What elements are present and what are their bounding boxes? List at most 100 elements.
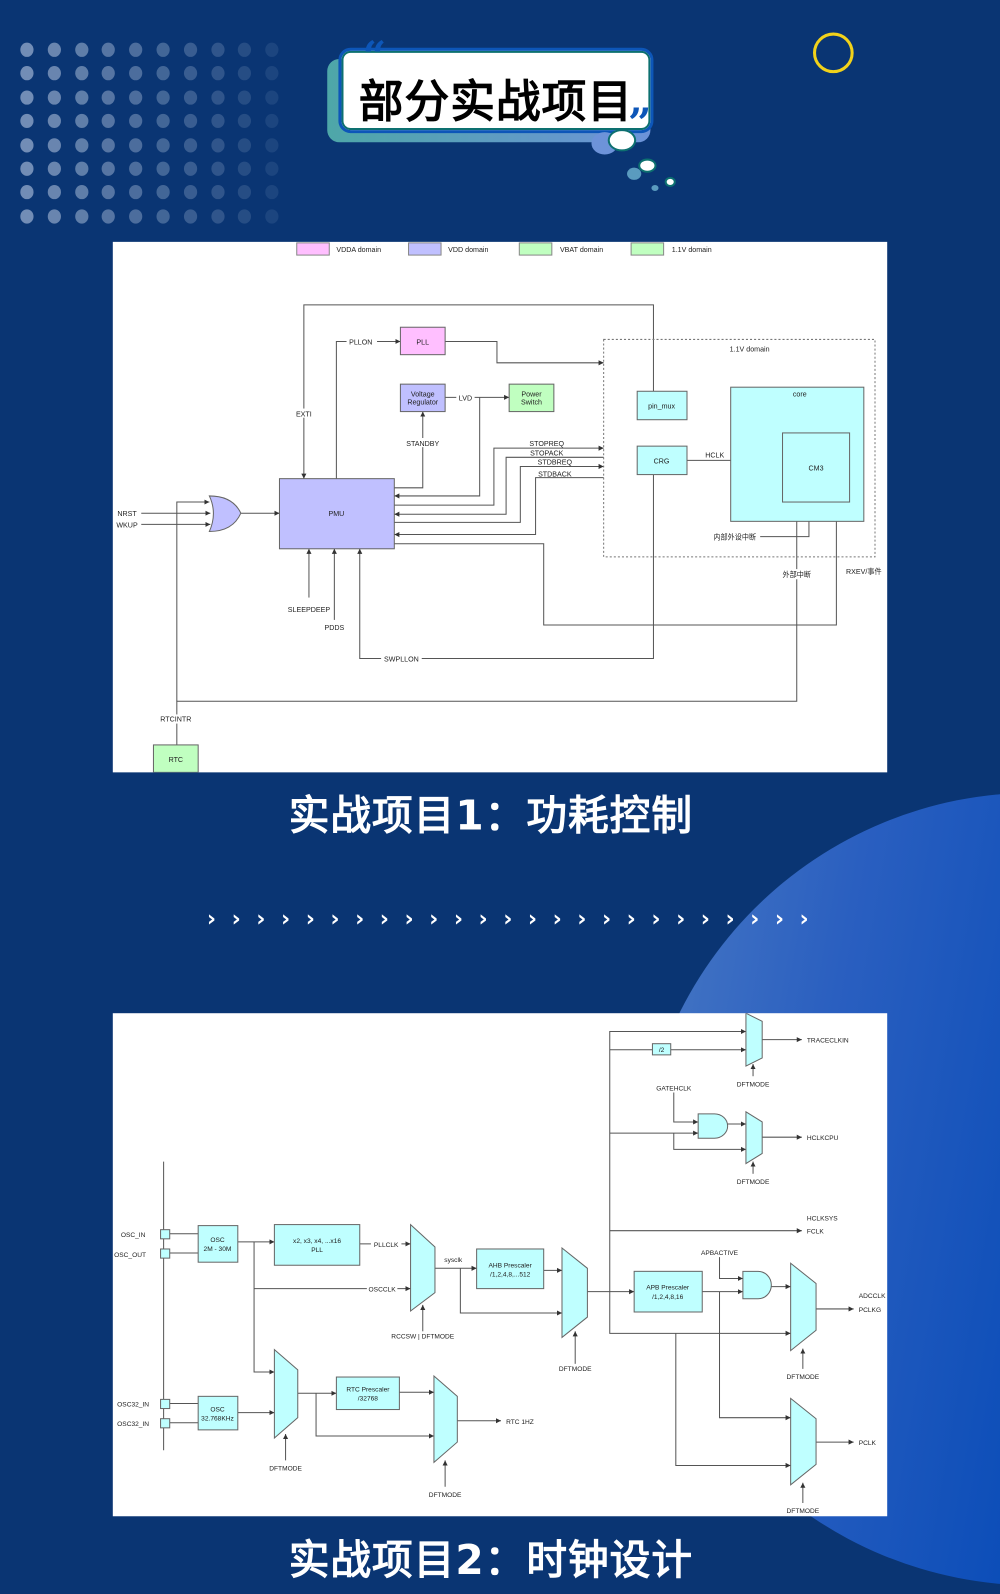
chevron-icon: ›: [577, 906, 587, 932]
dot: [156, 114, 170, 129]
bubble-puff: [627, 167, 642, 180]
dot: [129, 209, 143, 224]
svg-text:ADCCLK: ADCCLK: [859, 1293, 886, 1300]
svg-text:/1,2,4,8,...512: /1,2,4,8,...512: [490, 1271, 531, 1278]
dot: [265, 66, 279, 81]
dot: [183, 161, 197, 176]
svg-text:2M - 30M: 2M - 30M: [204, 1246, 232, 1253]
svg-text:DFTMODE: DFTMODE: [787, 1374, 820, 1381]
dot: [156, 209, 170, 224]
svg-text:HCLKCPU: HCLKCPU: [807, 1135, 839, 1142]
svg-text:OSC_IN: OSC_IN: [121, 1232, 146, 1239]
svg-text:PLL: PLL: [311, 1247, 323, 1254]
chevron-icon: ›: [330, 906, 340, 932]
block-rtc-prescaler: RTC Prescaler/32768: [335, 1376, 400, 1411]
dot: [47, 185, 61, 200]
svg-text:NRST: NRST: [117, 510, 137, 518]
bubble-puff: [664, 176, 676, 187]
pads: [160, 1229, 171, 1429]
dot: [238, 185, 252, 200]
svg-text:STOPREQ: STOPREQ: [529, 440, 564, 448]
wires: [141, 304, 839, 745]
dot: [129, 66, 143, 81]
svg-text:OSC32_IN: OSC32_IN: [117, 1402, 149, 1409]
chevron-icon: ›: [478, 906, 488, 932]
dot: [156, 42, 170, 57]
svg-text:LVD: LVD: [459, 394, 472, 402]
svg-text:PLL: PLL: [416, 339, 429, 347]
mux-pclkg: [790, 1262, 817, 1352]
mux-traceclkin: [745, 1013, 763, 1067]
dot: [210, 42, 225, 57]
and-gate-icon: [697, 1113, 729, 1139]
svg-text:PMU: PMU: [328, 510, 344, 518]
block-div2: /2: [651, 1043, 672, 1056]
svg-text:pin_mux: pin_mux: [648, 403, 675, 411]
dot: [74, 209, 89, 224]
dot: [20, 137, 34, 153]
svg-text:32.768KHz: 32.768KHz: [201, 1416, 234, 1423]
dot: [74, 114, 89, 129]
dot: [156, 66, 170, 81]
dot: [102, 185, 116, 200]
svg-text:Regulator: Regulator: [407, 398, 438, 406]
svg-text:HCLKSYS: HCLKSYS: [807, 1216, 838, 1223]
dot: [102, 114, 116, 129]
svg-text:DFTMODE: DFTMODE: [429, 1492, 462, 1499]
dot: [129, 114, 143, 129]
signal-labels: OSC_IN OSC_OUT OSC32_IN OSC32_IN PLLCLK …: [114, 1038, 886, 1516]
dot: [265, 114, 279, 129]
dot: [265, 90, 279, 105]
mux-rtc-1hz: [433, 1374, 458, 1464]
svg-text:SLEEPDEEP: SLEEPDEEP: [288, 606, 331, 614]
dot: [156, 90, 170, 105]
chevron-icon: ›: [379, 906, 389, 932]
block-ahb-prescaler: AHB Prescaler/1,2,4,8,...512: [476, 1248, 545, 1290]
chevron-icon: ›: [799, 906, 809, 932]
dot: [183, 42, 197, 57]
chevron-icon: ›: [774, 906, 785, 932]
dot: [102, 66, 116, 81]
dot: [129, 42, 143, 57]
dot: [102, 90, 116, 105]
dot: [238, 209, 252, 224]
svg-text:TRACECLKIN: TRACECLKIN: [807, 1038, 849, 1045]
svg-text:DFTMODE: DFTMODE: [787, 1508, 820, 1515]
dot: [210, 66, 225, 81]
chevron-icon: ›: [503, 906, 513, 932]
svg-text:/32768: /32768: [358, 1395, 379, 1402]
svg-text:WKUP: WKUP: [116, 521, 138, 529]
project2-caption: 实战项目2：时钟设计: [288, 1537, 694, 1585]
dot: [210, 137, 225, 153]
chevron-icon: ›: [429, 906, 439, 932]
and-gate-icon: [742, 1270, 772, 1300]
dot: [20, 161, 34, 176]
dot: [265, 185, 279, 200]
bubble-puff: [651, 184, 659, 192]
dot: [238, 42, 252, 57]
svg-text:PDDS: PDDS: [324, 624, 344, 632]
power-control-diagram: VDDA domain VDD domain VBAT domain 1.1V …: [112, 241, 888, 773]
svg-text:PCLKG: PCLKG: [859, 1307, 881, 1314]
chevron-icon: ›: [527, 906, 538, 932]
dot: [265, 42, 279, 57]
svg-text:Voltage: Voltage: [411, 390, 435, 398]
block-pin-mux: pin_mux: [636, 390, 688, 421]
open-quote-icon: “: [362, 32, 387, 81]
svg-text:EXTI: EXTI: [296, 411, 312, 419]
chevron-icon: ›: [231, 906, 241, 932]
block-apb-prescaler: APB Prescaler/1,2,4,8,16: [633, 1270, 703, 1313]
dot: [47, 137, 61, 153]
svg-text:STDBACK: STDBACK: [538, 471, 572, 479]
block-crg: CRG: [636, 445, 688, 476]
chevron-icon: ›: [676, 906, 686, 932]
dot: [183, 90, 197, 105]
dot: [74, 66, 89, 81]
dot: [129, 161, 143, 176]
svg-text:core: core: [793, 390, 807, 398]
svg-text:APB Prescaler: APB Prescaler: [646, 1285, 690, 1292]
chevron-icon: ›: [355, 906, 365, 932]
